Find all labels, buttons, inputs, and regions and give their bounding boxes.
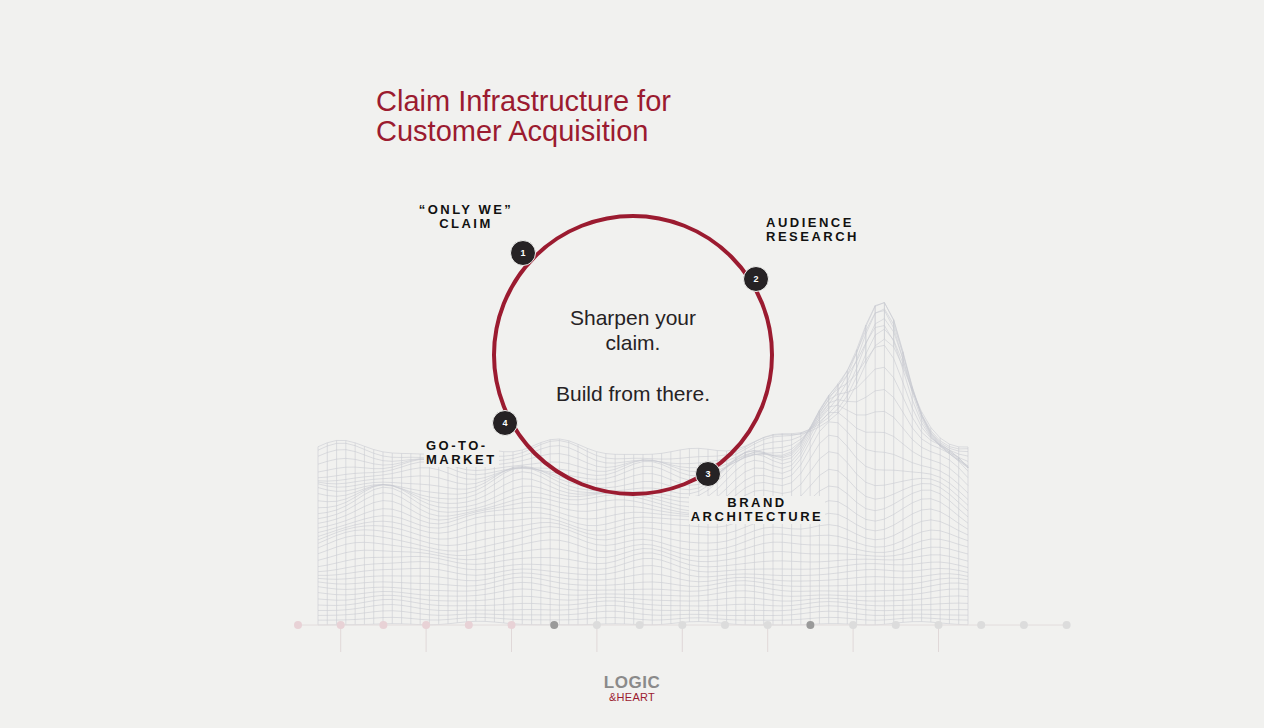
callout-number: 3 <box>695 461 721 487</box>
step-label: GO-TO-MARKET <box>424 439 499 467</box>
callout-number: 2 <box>743 266 769 292</box>
diagram-title: Claim Infrastructure for Customer Acquis… <box>376 86 736 146</box>
callout-number: 4 <box>492 410 518 436</box>
step-marker: 3BRAND ARCHITECTURE <box>695 461 721 487</box>
callout-number: 1 <box>510 240 536 266</box>
logo-subword: &HEART <box>532 691 732 703</box>
step-marker: 1“ONLY WE” CLAIM <box>510 240 536 266</box>
step-label: AUDIENCE RESEARCH <box>764 216 861 244</box>
wireframe-mesh <box>318 303 968 625</box>
center-text: Build from there. <box>553 381 713 406</box>
logo-word: LOGIC <box>532 674 732 692</box>
center-text: Sharpen your claim. <box>553 305 713 355</box>
step-label: “ONLY WE” CLAIM <box>399 203 533 231</box>
step-label: BRAND ARCHITECTURE <box>689 496 826 524</box>
step-marker: 2AUDIENCE RESEARCH <box>743 266 769 292</box>
timeline-axis <box>294 621 1071 652</box>
step-marker: 4GO-TO-MARKET <box>492 410 518 436</box>
